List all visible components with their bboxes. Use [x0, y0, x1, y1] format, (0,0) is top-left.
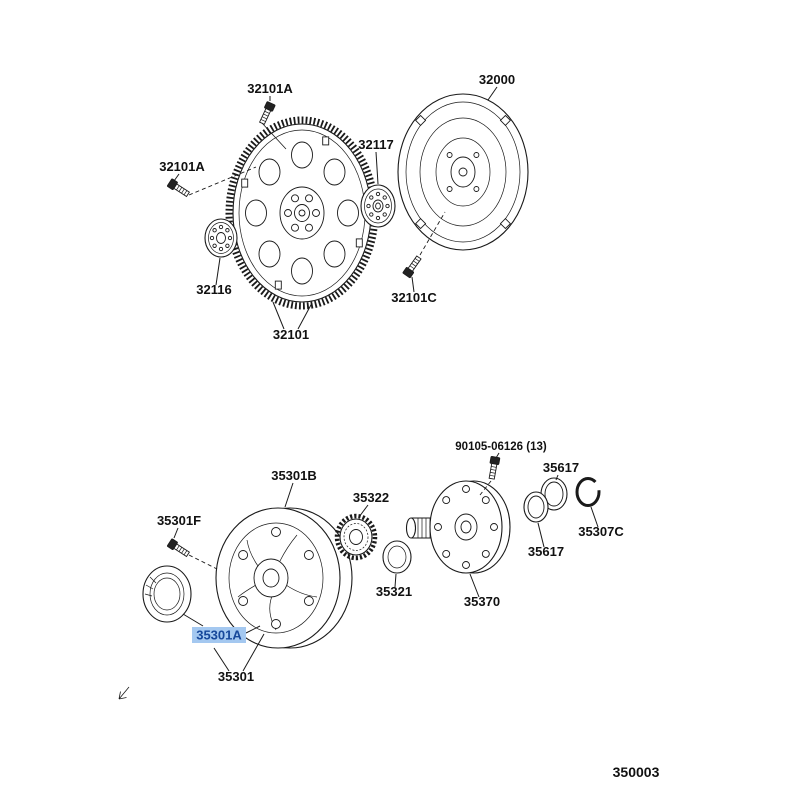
spacer-32117-holes	[366, 191, 390, 221]
part-label-35321[interactable]: 35321	[376, 584, 412, 599]
bolt-35301F	[166, 538, 191, 559]
part-label-35617-lower[interactable]: 35617	[528, 544, 564, 559]
part-label-35617-upper[interactable]: 35617	[543, 460, 579, 475]
top-part-labels: 32101A 32101A 32117 32000 32116 32101C 3…	[159, 72, 515, 342]
part-label-32101A-left[interactable]: 32101A	[159, 159, 205, 174]
part-label-32101C[interactable]: 32101C	[391, 290, 437, 305]
bolt-32101A-left	[166, 178, 191, 199]
oil-seal-drawing	[142, 565, 192, 623]
part-label-35322[interactable]: 35322	[353, 490, 389, 505]
drive-plate-bolt-holes	[245, 141, 359, 285]
drive-plate-slots	[241, 136, 363, 290]
bottom-leader-lines	[173, 452, 599, 672]
spacer-32116-holes	[209, 224, 233, 252]
top-leader-lines	[173, 86, 498, 330]
part-label-35307C[interactable]: 35307C	[578, 524, 624, 539]
oil-pump-assembly: 90105-06126 (13) 35617 35301B 35322 3530…	[118, 441, 624, 700]
part-label-35370[interactable]: 35370	[464, 594, 500, 609]
torque-converter-hub	[446, 152, 480, 192]
part-label-90105-06126[interactable]: 90105-06126 (13)	[455, 441, 547, 453]
part-label-35301A[interactable]: 35301A	[196, 628, 242, 643]
part-label-35301B[interactable]: 35301B	[271, 468, 317, 483]
oil-seal-hatching	[144, 576, 157, 597]
pump-cover-drawing	[405, 480, 511, 574]
drive-plate-drawing	[225, 116, 379, 310]
flywheel-assembly: 32101A 32101A 32117 32000 32116 32101C 3…	[159, 72, 529, 342]
bolt-32101C	[402, 254, 424, 279]
part-label-35301A-selected[interactable]: 35301A	[192, 627, 246, 643]
torque-converter-drawing	[397, 93, 529, 251]
selected-part-highlight[interactable]	[192, 627, 246, 643]
part-label-32116[interactable]: 32116	[196, 282, 231, 297]
spacer-32117-drawing	[360, 184, 396, 228]
snap-ring-drawing	[575, 477, 601, 507]
part-label-32101A-top[interactable]: 32101A	[247, 81, 293, 96]
bolt-32101A-top	[257, 100, 276, 126]
oil-pump-body-drawing	[215, 507, 353, 649]
o-ring-upper-drawing	[540, 477, 568, 511]
torque-converter-lugs	[415, 114, 511, 230]
drive-plate-hub	[279, 186, 325, 240]
o-ring-lower-drawing	[523, 491, 549, 523]
direction-arrow	[118, 686, 130, 700]
part-label-35301[interactable]: 35301	[218, 669, 254, 684]
part-label-35301F[interactable]: 35301F	[157, 513, 201, 528]
part-label-32101[interactable]: 32101	[273, 327, 309, 342]
part-label-32117[interactable]: 32117	[358, 137, 393, 152]
pump-body-bolt-holes	[238, 527, 314, 629]
drive-gear-drawing	[334, 513, 378, 561]
figure-number: 350003	[613, 764, 660, 780]
pump-cover-bolt-holes	[434, 485, 498, 569]
race-drawing	[382, 540, 412, 574]
spacer-32116-drawing	[204, 218, 238, 258]
part-label-32000[interactable]: 32000	[479, 72, 515, 87]
bolt-90105	[486, 455, 501, 480]
bottom-part-labels: 90105-06126 (13) 35617 35301B 35322 3530…	[157, 441, 624, 684]
